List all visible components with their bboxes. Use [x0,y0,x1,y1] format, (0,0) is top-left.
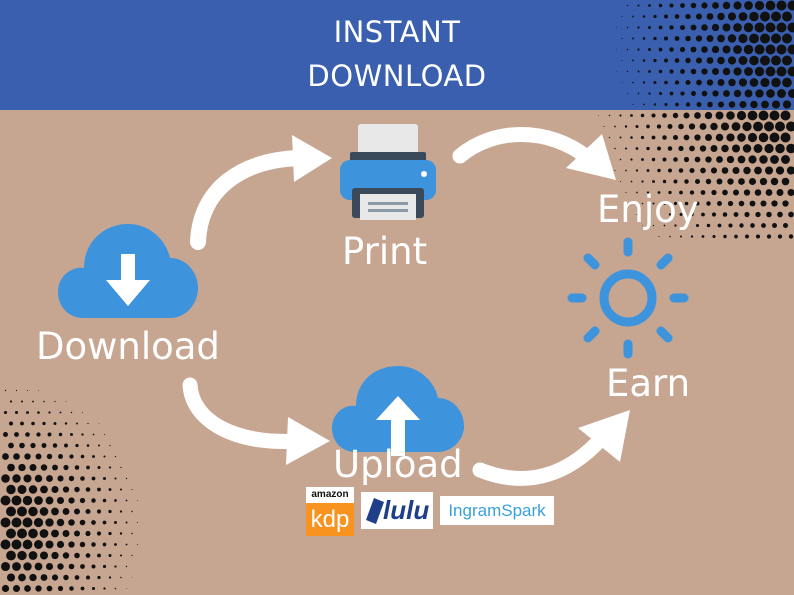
printer-icon [340,124,436,220]
print-label: Print [342,230,428,273]
upload-label: Upload [333,443,463,486]
header-title-line1: INSTANT [333,15,461,49]
download-label: Download [36,325,220,368]
arrow-upload-to-earn [472,410,630,486]
sun-icon [567,237,689,359]
lulu-book-icon [366,498,384,524]
kdp-wordmark: kdp [310,506,350,533]
ingramspark-wordmark: IngramSpark [448,501,546,520]
ingramspark-logo: IngramSpark [440,496,554,525]
cloud-download-icon [58,224,198,318]
header-title-line2: DOWNLOAD [307,59,487,93]
lulu-wordmark: lulu [383,495,430,525]
arrow-print-to-enjoy [452,127,616,180]
amazon-kdp-logo: amazon kdp [306,487,354,536]
header-title: INSTANT DOWNLOAD [0,10,794,98]
enjoy-label: Enjoy [597,188,699,231]
cloud-upload-icon [332,366,464,456]
earn-label: Earn [606,362,691,405]
arrow-download-to-print [190,135,332,250]
halftone-dots-bottom-left [0,389,139,593]
lulu-logo: lulu [361,492,433,529]
header-banner: INSTANT DOWNLOAD [0,0,794,110]
arrow-download-to-upload [182,377,330,465]
halftone-dots-header [616,0,794,109]
amazon-wordmark: amazon [311,489,349,500]
